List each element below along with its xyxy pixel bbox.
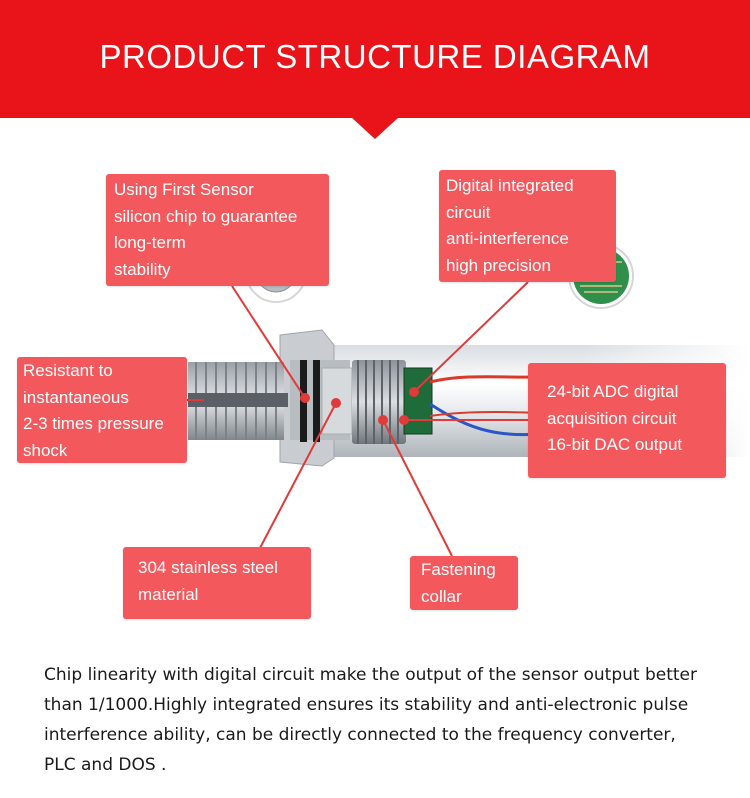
callout-line: stability [114,259,171,279]
callout-line: 304 stainless steel [138,558,278,577]
callout-line: Using First Sensor [114,180,254,199]
callout-fastening-collar: Fastening collar [410,556,518,610]
header-banner [0,0,750,118]
callout-line: long-term [114,233,186,252]
description-line: interference ability, can be directly co… [44,725,676,745]
callout-line: Resistant to [23,361,113,380]
description-line: than 1/1000.Highly integrated ensures it… [44,695,689,715]
callout-line: instantaneous [23,387,129,407]
callout-line: collar [421,586,462,606]
page-title: PRODUCT STRUCTURE DIAGRAM [99,38,651,75]
callout-line: anti-interference [446,229,569,248]
callout-line: high precision [446,255,551,275]
callout-line: 16-bit DAC output [547,435,683,454]
callout-line: Fastening [421,560,496,579]
product-description: Chip linearity with digital circuit make… [44,660,724,780]
callout-line: Digital integrated [446,176,574,195]
callout-line: shock [23,440,68,460]
callout-line: circuit [446,202,491,222]
callout-line: acquisition circuit [547,408,677,428]
callout-pressure-shock: Resistant to instantaneous 2-3 times pre… [17,357,187,463]
description-line: PLC and DOS . [44,755,167,775]
banner-pointer [351,117,399,139]
description-line: Chip linearity with digital circuit make… [44,665,698,685]
callout-line: material [138,584,199,604]
callout-digital-circuit: Digital integrated circuit anti-interfer… [439,170,616,282]
callout-stainless-steel: 304 stainless steel material [123,547,311,619]
callout-adc-circuit: 24-bit ADC digital acquisition circuit 1… [528,363,726,478]
callout-line: 2-3 times pressure [23,414,164,433]
leader-lines [186,281,529,557]
callout-silicon-chip: Using First Sensor silicon chip to guara… [106,174,329,286]
callout-line: 24-bit ADC digital [547,382,679,401]
callout-line: silicon chip to guarantee [114,206,298,226]
